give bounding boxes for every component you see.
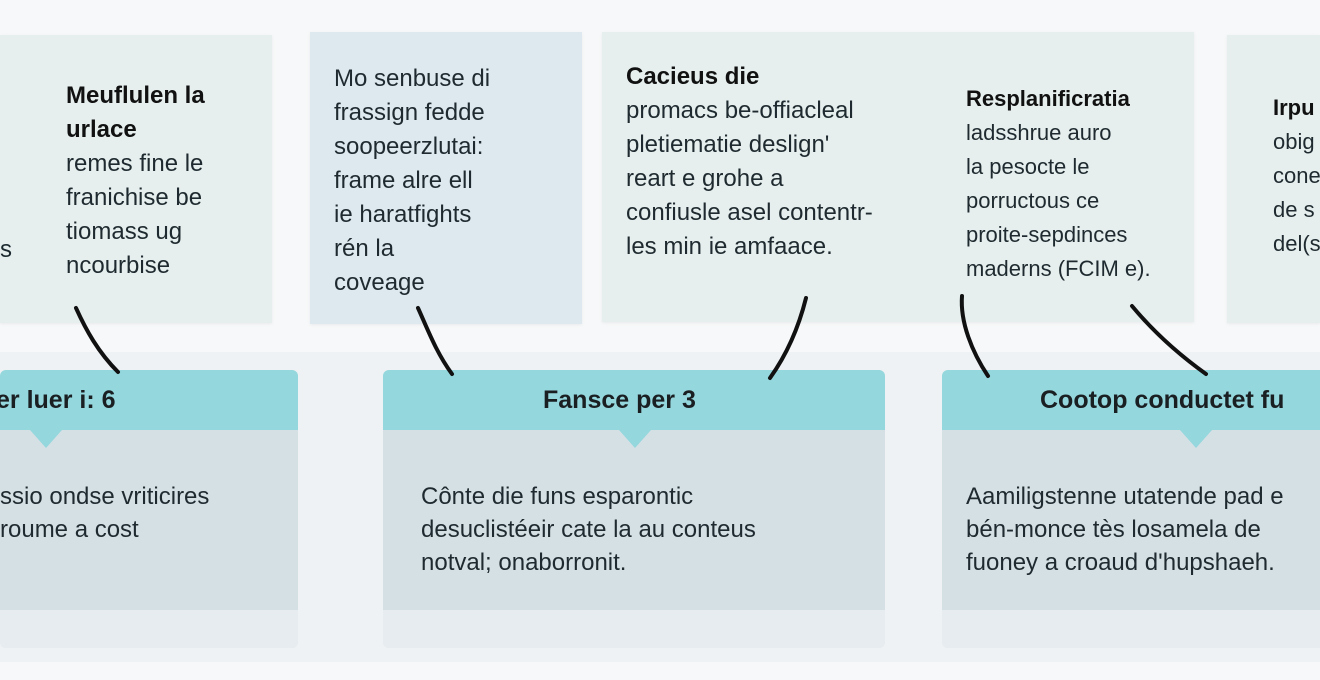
bottom-card-3-body: Aamiligstenne utatende pad e bén-monce t…	[942, 430, 1320, 610]
bottom-card-2-header-text: Fansce per 3	[543, 386, 696, 414]
top-card-2-text-line-6: rén la	[334, 235, 395, 262]
bottom-card-2-footer	[383, 610, 885, 648]
top-card-2-text-line-5: ie haratfights	[334, 201, 472, 228]
top-card-1-fragment: s	[0, 236, 12, 263]
top-card-5-text-line-3: de s	[1273, 197, 1315, 222]
top-card-4-text-line-3: porructous ce	[966, 188, 1100, 213]
top-card-3-text-line-3: reart e grohe a	[626, 165, 784, 192]
bottom-card-1-body-line-2: roume a cost	[0, 516, 139, 543]
top-card-3-text-line-4: confiusle asel contentr-	[626, 199, 873, 226]
bottom-card-2-pointer	[619, 430, 651, 448]
bottom-card-3-header: Cootop conductet fu	[942, 370, 1320, 430]
bottom-card-2-body: Cônte die funs esparontic desuclistéeir …	[383, 430, 885, 610]
top-card-3-text-line-1: promacs be-offiacleal	[626, 97, 854, 124]
top-card-3-title: Cacieus die	[626, 63, 760, 90]
top-card-5-text-line-4: del(s	[1273, 231, 1320, 256]
top-card-3-text-line-5: les min ie amfaace.	[626, 233, 833, 260]
top-card-1: s Meuflulen la urlace remes fine le fran…	[0, 35, 272, 323]
bottom-card-3-body-line-1: Aamiligstenne utatende pad e	[966, 483, 1284, 510]
top-card-3-text-line-2: pletiematie deslign'	[626, 131, 830, 158]
top-card-1-text-line-4: ncourbise	[66, 252, 171, 279]
top-card-5: Irpu obig cone de s del(s	[1227, 35, 1320, 323]
top-card-2-text-line-4: frame alre ell	[334, 167, 473, 194]
bottom-card-3-footer	[942, 610, 1320, 648]
top-card-4-text-line-2: la pesocte le	[966, 154, 1090, 179]
bottom-card-2-body-line-2: desuclistéeir cate la au conteus	[421, 516, 756, 543]
top-card-4-text-line-5: maderns (FCIM e).	[966, 256, 1151, 281]
bottom-card-2-header: Fansce per 3	[383, 370, 885, 430]
bottom-card-1-body: ssio ondse vriticires roume a cost	[0, 430, 298, 610]
top-card-5-text-line-2: cone	[1273, 163, 1320, 188]
top-card-5-text-line-1: obig	[1273, 129, 1315, 154]
bottom-card-2: Fansce per 3 Cônte die funs esparontic d…	[383, 370, 885, 648]
top-card-4: Resplanificratia ladsshrue auro la pesoc…	[948, 32, 1194, 322]
bottom-card-1-body-line-1: ssio ondse vriticires	[0, 483, 210, 510]
bottom-card-3-body-line-3: fuoney a croaud d'hupshaeh.	[966, 549, 1275, 576]
top-card-2-text-line-1: Mo senbuse di	[334, 65, 491, 92]
top-card-2: Mo senbuse di frassign fedde soopeerzlut…	[310, 32, 582, 324]
bottom-card-1-header: er luer i: 6	[0, 370, 298, 430]
bottom-card-2-body-line-1: Cônte die funs esparontic	[421, 483, 694, 510]
top-card-1-text-line-2: franichise be	[66, 184, 203, 211]
top-card-2-text-line-7: coveage	[334, 269, 425, 296]
bottom-card-3-body-line-2: bén-monce tès losamela de	[966, 516, 1261, 543]
bottom-card-1: er luer i: 6 ssio ondse vriticires roume…	[0, 370, 298, 648]
top-card-1-text-line-1: remes fine le	[66, 150, 204, 177]
bottom-card-1-header-text: er luer i: 6	[0, 386, 116, 414]
top-card-5-title: Irpu	[1273, 95, 1315, 120]
bottom-card-3-header-text: Cootop conductet fu	[1040, 386, 1285, 414]
top-card-3: Cacieus die promacs be-offiacleal pletie…	[602, 32, 1194, 322]
bottom-card-3: Cootop conductet fu Aamiligstenne utaten…	[942, 370, 1320, 648]
top-card-1-title-line-2: urlace	[66, 116, 137, 143]
top-card-4-text-line-4: proite-sepdinces	[966, 222, 1128, 247]
top-card-2-text-line-2: frassign fedde	[334, 99, 485, 126]
bottom-card-2-body-line-3: notval; onaborronit.	[421, 549, 627, 576]
bottom-card-1-pointer	[30, 430, 62, 448]
top-card-4-text-line-1: ladsshrue auro	[966, 120, 1112, 145]
top-card-1-text-line-3: tiomass ug	[66, 218, 183, 245]
top-card-4-title: Resplanificratia	[966, 86, 1130, 111]
bottom-card-3-pointer	[1180, 430, 1212, 448]
top-card-1-title-line-1: Meuflulen la	[66, 82, 205, 109]
top-card-2-text-line-3: soopeerzlutai:	[334, 133, 484, 160]
bottom-card-1-footer	[0, 610, 298, 648]
